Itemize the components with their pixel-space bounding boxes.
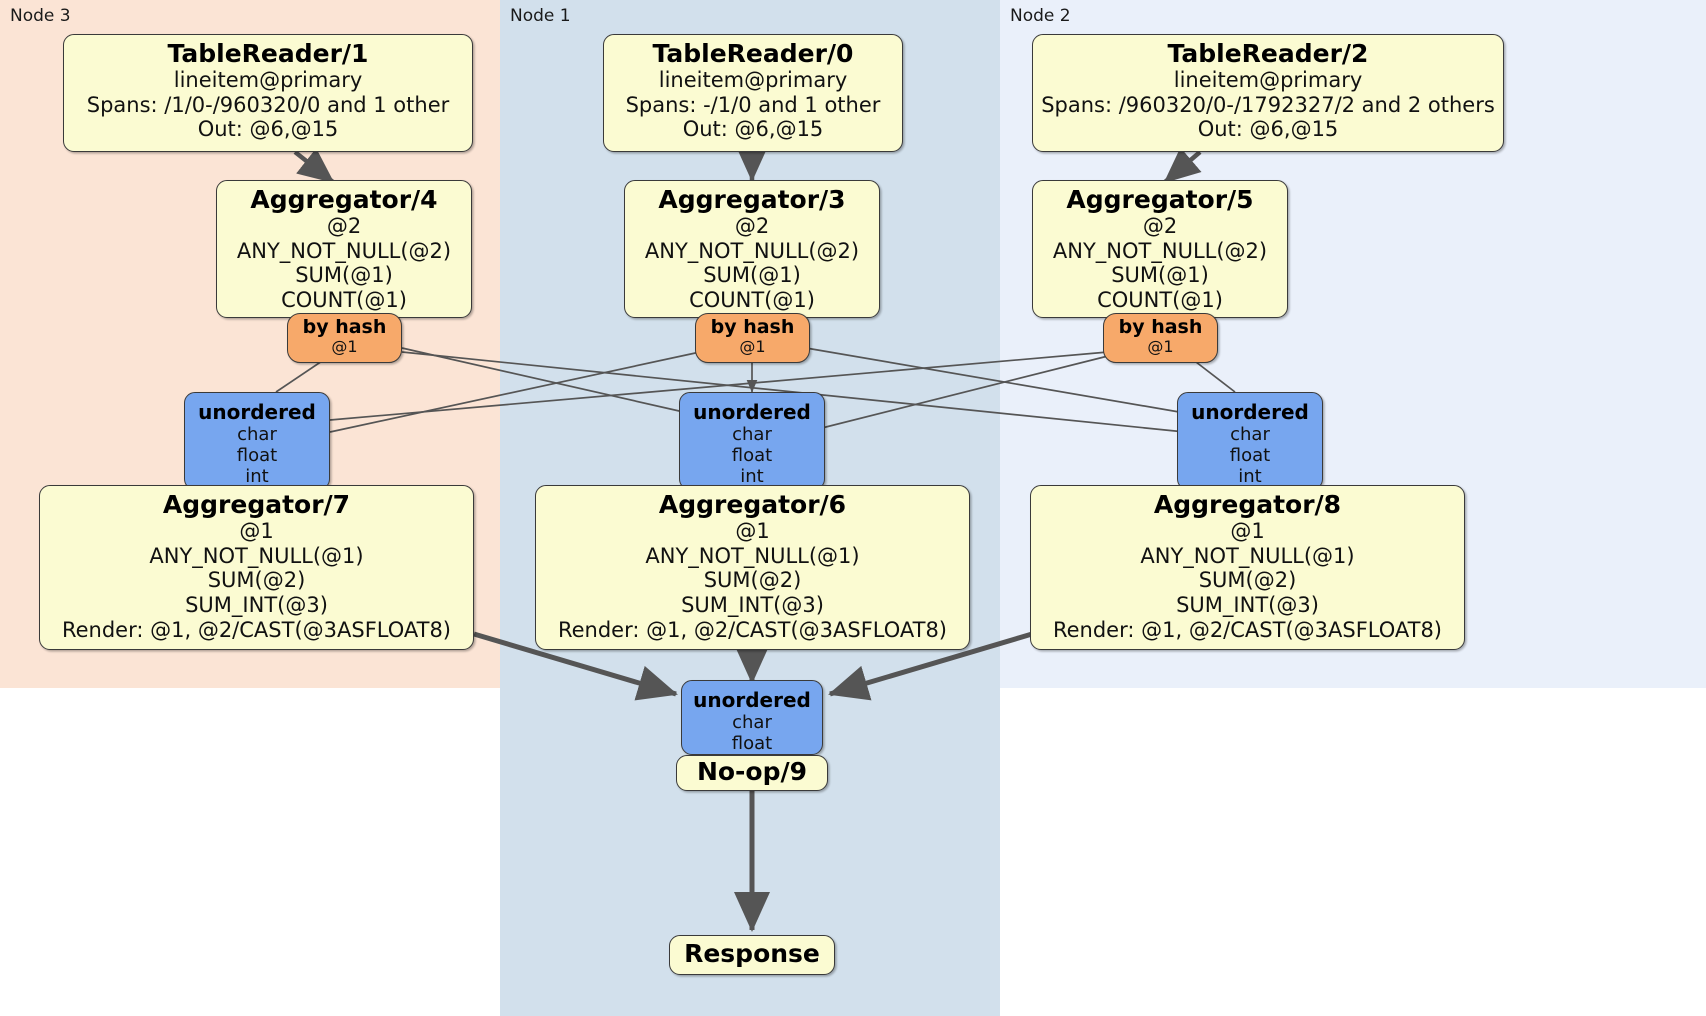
node-title: Aggregator/6	[658, 490, 847, 519]
node-line: ANY_NOT_NULL(@2)	[1052, 238, 1268, 263]
node-aggregator-8[interactable]: Aggregator/8 @1 ANY_NOT_NULL(@1) SUM(@2)…	[1030, 485, 1465, 650]
synchronizer-unordered-final[interactable]: unordered char float	[681, 680, 823, 755]
sync-line: char	[1230, 424, 1270, 445]
node-line: SUM_INT(@3)	[681, 593, 824, 618]
router-title: by hash	[1118, 316, 1203, 338]
sync-line: char	[732, 424, 772, 445]
node-response[interactable]: Response	[669, 935, 835, 975]
node-line: Spans: -/1/0 and 1 other	[625, 92, 881, 117]
node-title: TableReader/2	[1167, 39, 1369, 68]
node-line: SUM(@1)	[703, 263, 801, 288]
node-title: No-op/9	[696, 757, 808, 786]
node-line: Render: @1, @2/CAST(@3ASFLOAT8)	[1052, 617, 1443, 642]
node-line: Out: @6,@15	[682, 117, 824, 142]
node-line: @2	[1142, 214, 1178, 238]
node-line: ANY_NOT_NULL(@1)	[645, 543, 860, 568]
node-line: Out: @6,@15	[1197, 117, 1339, 142]
sync-line: float	[1229, 445, 1271, 467]
node-aggregator-7[interactable]: Aggregator/7 @1 ANY_NOT_NULL(@1) SUM(@2)…	[39, 485, 474, 650]
sync-title: unordered	[198, 400, 316, 424]
node-line: ANY_NOT_NULL(@2)	[236, 238, 452, 263]
node-band-label-node2: Node 2	[1010, 6, 1071, 26]
node-title: Aggregator/7	[162, 490, 351, 519]
node-line: @2	[326, 214, 362, 238]
node-tablereader-2[interactable]: TableReader/2 lineitem@primary Spans: /9…	[1032, 34, 1504, 152]
router-title: by hash	[302, 316, 387, 338]
node-line: @1	[1230, 519, 1265, 543]
node-title: Aggregator/5	[1066, 185, 1254, 214]
node-line: Spans: /1/0-/960320/0 and 1 other	[86, 92, 450, 117]
router-line: @1	[739, 336, 766, 356]
node-line: SUM_INT(@3)	[185, 593, 328, 618]
router-line: @1	[331, 336, 358, 356]
router-title: by hash	[710, 316, 795, 338]
node-line: SUM(@2)	[1198, 568, 1297, 593]
router-by-hash-left[interactable]: by hash @1	[287, 313, 402, 363]
node-line: Render: @1, @2/CAST(@3ASFLOAT8)	[557, 617, 948, 642]
node-aggregator-6[interactable]: Aggregator/6 @1 ANY_NOT_NULL(@1) SUM(@2)…	[535, 485, 970, 650]
node-title: Aggregator/8	[1153, 490, 1342, 519]
node-tablereader-1[interactable]: TableReader/1 lineitem@primary Spans: /1…	[63, 34, 473, 152]
node-line: SUM_INT(@3)	[1176, 593, 1319, 618]
node-line: SUM(@2)	[703, 568, 802, 593]
sync-line: float	[236, 445, 278, 467]
node-noop-9[interactable]: No-op/9	[676, 755, 828, 791]
router-by-hash-right[interactable]: by hash @1	[1103, 313, 1218, 363]
sync-title: unordered	[1191, 400, 1309, 424]
node-line: ANY_NOT_NULL(@2)	[644, 238, 860, 263]
node-title: Aggregator/4	[250, 185, 438, 214]
synchronizer-unordered-left[interactable]: unordered char float int	[184, 392, 330, 490]
node-line: lineitem@primary	[658, 68, 848, 92]
node-title: TableReader/1	[167, 39, 369, 68]
node-line: COUNT(@1)	[689, 288, 815, 313]
node-line: @1	[239, 519, 274, 543]
node-line: lineitem@primary	[1173, 68, 1363, 92]
router-by-hash-middle[interactable]: by hash @1	[695, 313, 810, 363]
node-tablereader-0[interactable]: TableReader/0 lineitem@primary Spans: -/…	[603, 34, 903, 152]
synchronizer-unordered-right[interactable]: unordered char float int	[1177, 392, 1323, 490]
node-line: Spans: /960320/0-/1792327/2 and 2 others	[1041, 92, 1495, 117]
node-line: Out: @6,@15	[197, 117, 339, 142]
node-line: ANY_NOT_NULL(@1)	[149, 543, 364, 568]
node-line: ANY_NOT_NULL(@1)	[1140, 543, 1355, 568]
node-line: SUM(@1)	[295, 263, 393, 288]
node-line: @2	[734, 214, 770, 238]
sync-line: int	[245, 466, 269, 488]
synchronizer-unordered-middle[interactable]: unordered char float int	[679, 392, 825, 490]
node-line: lineitem@primary	[173, 68, 363, 92]
node-band-label-node3: Node 3	[10, 6, 71, 26]
node-title: TableReader/0	[652, 39, 854, 68]
sync-line: float	[731, 733, 773, 755]
node-line: SUM(@1)	[1111, 263, 1209, 288]
node-aggregator-3[interactable]: Aggregator/3 @2 ANY_NOT_NULL(@2) SUM(@1)…	[624, 180, 880, 318]
node-title: Response	[684, 939, 820, 968]
sync-line: int	[740, 466, 764, 488]
node-line: SUM(@2)	[207, 568, 306, 593]
router-line: @1	[1147, 336, 1174, 356]
node-line: COUNT(@1)	[281, 288, 407, 313]
node-band-label-node1: Node 1	[510, 6, 571, 26]
sync-line: float	[731, 445, 773, 467]
node-title: Aggregator/3	[658, 185, 846, 214]
sync-line: char	[237, 424, 277, 445]
sync-line: char	[732, 712, 772, 733]
sync-line: int	[1238, 466, 1262, 488]
node-line: @1	[735, 519, 770, 543]
node-line: COUNT(@1)	[1097, 288, 1223, 313]
node-aggregator-4[interactable]: Aggregator/4 @2 ANY_NOT_NULL(@2) SUM(@1)…	[216, 180, 472, 318]
node-line: Render: @1, @2/CAST(@3ASFLOAT8)	[61, 617, 452, 642]
sync-title: unordered	[693, 688, 811, 712]
sync-title: unordered	[693, 400, 811, 424]
node-aggregator-5[interactable]: Aggregator/5 @2 ANY_NOT_NULL(@2) SUM(@1)…	[1032, 180, 1288, 318]
